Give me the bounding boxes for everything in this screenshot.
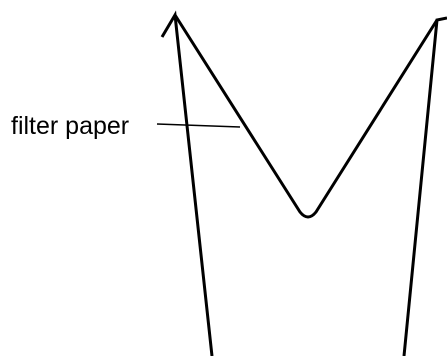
funnel-left-wall [160,10,214,357]
filter-paper-label: filter paper [11,112,130,140]
label-leader-line [156,123,241,128]
funnel-right-wall [402,16,447,357]
filter-paper-cone [173,14,439,219]
